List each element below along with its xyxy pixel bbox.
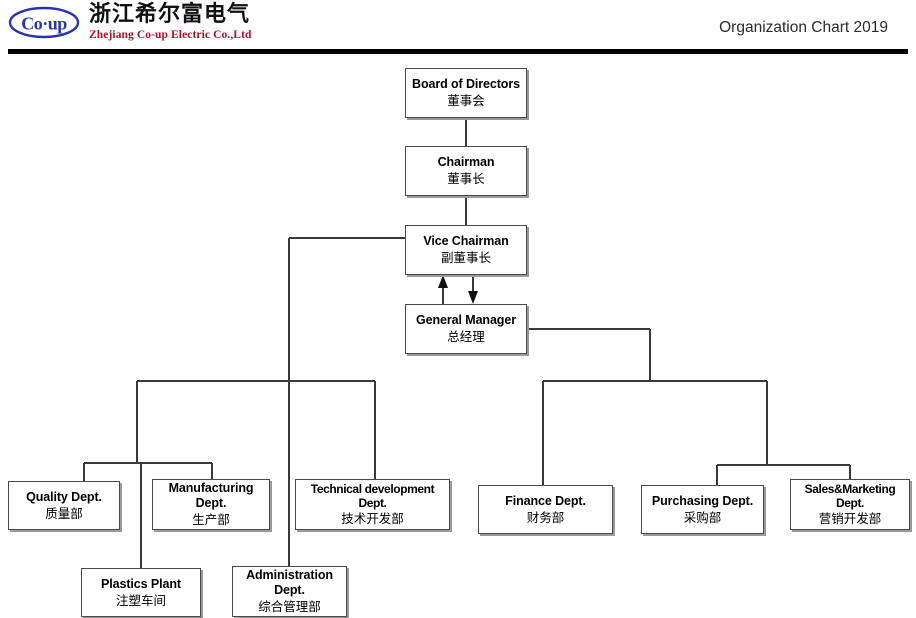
node-label-cn: 副董事长	[440, 250, 491, 266]
node-label-cn: 董事会	[447, 93, 485, 109]
node-label-en: Quality Dept.	[26, 489, 102, 504]
node-label-en: General Manager	[416, 313, 516, 328]
node-label-cn: 注塑车间	[115, 592, 166, 608]
company-name-cn: 浙江希尔富电气	[89, 2, 251, 27]
node-label-cn: 采购部	[683, 509, 722, 525]
node-label-en: Technical development Dept.	[310, 482, 435, 511]
node-label-en: Purchasing Dept.	[651, 493, 754, 508]
node-general-manager[interactable]: General Manager 总经理	[405, 304, 527, 354]
node-label-en: Vice Chairman	[423, 234, 509, 249]
svg-text:Co·up: Co·up	[21, 14, 67, 34]
node-label-en: Plastics Plant	[101, 576, 181, 591]
node-vice-chairman[interactable]: Vice Chairman 副董事长	[405, 225, 527, 275]
page-header: Co·up 浙江希尔富电气 Zhejiang Co-up Electric Co…	[0, 0, 916, 54]
company-logo-block: Co·up 浙江希尔富电气 Zhejiang Co-up Electric Co…	[8, 4, 252, 42]
company-name-block: 浙江希尔富电气 Zhejiang Co-up Electric Co.,Ltd	[89, 4, 252, 42]
node-board-of-directors[interactable]: Board of Directors 董事会	[405, 68, 527, 118]
node-label-en: Chairman	[437, 155, 495, 170]
node-label-en: Finance Dept.	[505, 493, 586, 508]
coup-oval-logo-icon: Co·up	[8, 6, 80, 39]
arrow-up-head	[438, 275, 448, 288]
node-purchasing-dept[interactable]: Purchasing Dept. 采购部	[641, 485, 764, 534]
page-title: Organization Chart 2019	[719, 19, 888, 36]
node-plastics-plant[interactable]: Plastics Plant 注塑车间	[81, 568, 201, 617]
node-label-cn: 董事长	[447, 171, 485, 187]
node-quality-dept[interactable]: Quality Dept. 质量部	[8, 481, 120, 530]
company-name-en: Zhejiang Co-up Electric Co.,Ltd	[89, 29, 252, 41]
node-label-en: Board of Directors	[412, 77, 520, 92]
node-technical-development-dept[interactable]: Technical development Dept. 技术开发部	[295, 479, 450, 530]
node-label-cn: 质量部	[45, 505, 83, 521]
node-label-cn: 财务部	[526, 509, 565, 525]
node-label-cn: 营销开发部	[818, 511, 882, 527]
node-label-cn: 技术开发部	[341, 511, 404, 527]
node-finance-dept[interactable]: Finance Dept. 财务部	[478, 485, 613, 534]
node-label-en: Administration Dept.	[246, 568, 333, 598]
node-label-en: Manufacturing Dept.	[168, 481, 254, 511]
node-label-en: Sales&Marketing Dept.	[804, 482, 896, 511]
node-manufacturing-dept[interactable]: Manufacturing Dept. 生产部	[152, 479, 270, 530]
arrow-down-head	[468, 291, 478, 304]
arrow-heads	[438, 275, 478, 304]
node-label-cn: 综合管理部	[258, 598, 321, 614]
node-label-cn: 总经理	[447, 329, 485, 345]
node-sales-marketing-dept[interactable]: Sales&Marketing Dept. 营销开发部	[790, 479, 910, 530]
node-label-cn: 生产部	[192, 511, 230, 527]
header-divider	[8, 49, 908, 54]
node-administration-dept[interactable]: Administration Dept. 综合管理部	[232, 566, 347, 617]
node-chairman[interactable]: Chairman 董事长	[405, 146, 527, 196]
